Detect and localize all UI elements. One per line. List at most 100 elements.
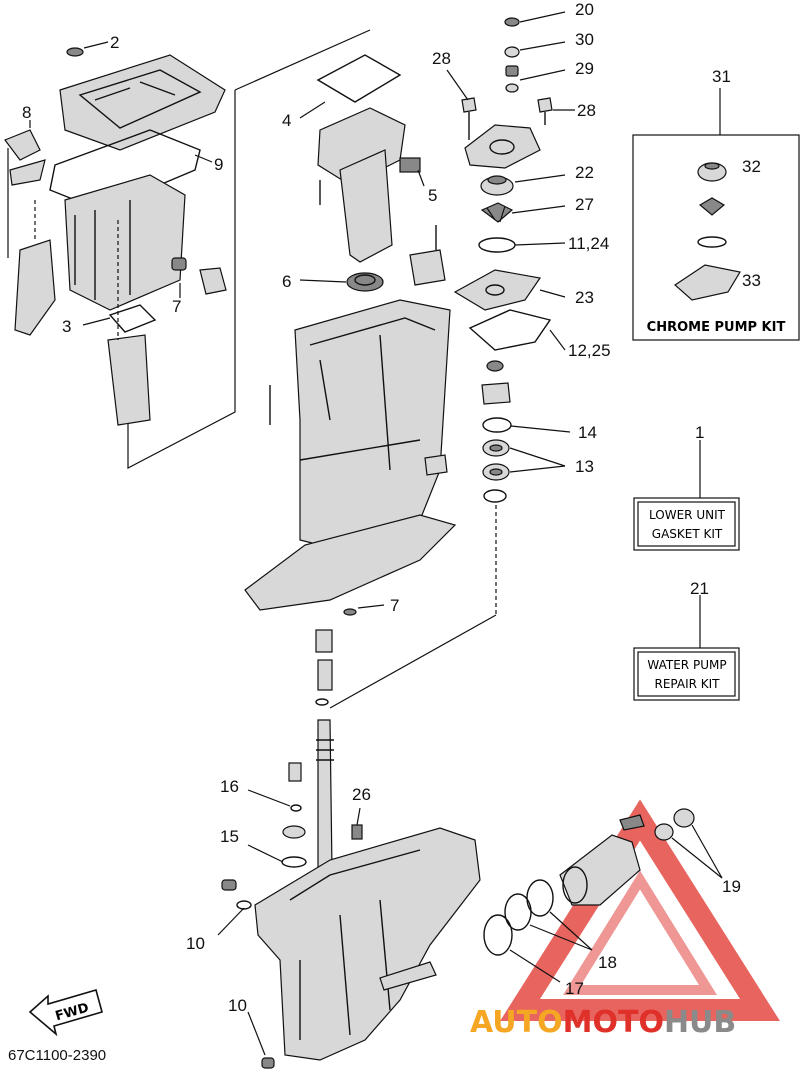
part-22-liner-inner [487,175,507,185]
lower-unit-gasket-kit-box: LOWER UNIT GASKET KIT [633,497,740,551]
callout-31: 31 [712,67,731,86]
water-pump-kit-frame-inner [637,651,736,697]
part-14-oring [482,417,512,433]
gearcase-detail [289,849,421,1040]
part-13-seal-1-inner [489,444,503,452]
callout-28-right: 28 [577,101,596,120]
part-11-oring [478,237,516,253]
part-15-oring [281,856,307,868]
propeller-housing-opening [562,866,588,904]
water-pump-kit-line1: WATER PUMP [647,658,726,672]
pump-lead-line [329,614,497,709]
part-10-washer-upper [236,900,252,910]
callout-30: 30 [575,30,594,49]
part-28-bolt-right [537,97,553,113]
callout-28-left: 28 [432,49,451,68]
part-26-key [351,824,363,840]
top-plate-detail [78,69,202,129]
part-19-seal-2 [673,808,695,828]
watermark-logo [500,799,780,1021]
exhaust-pipe [339,149,393,263]
part-13-seal-2-inner [489,468,503,476]
lower-unit-kit-frame-inner [637,501,736,547]
diagram-code: 67C1100-2390 [8,1047,106,1064]
part-19-seal-1 [654,823,674,841]
callout-5: 5 [428,186,437,205]
lower-unit-kit-line2: GASKET KIT [652,527,723,541]
part-29b-seal [505,83,519,93]
part-2-washer [66,47,84,57]
callout-33: 33 [742,271,761,290]
part-16-bushing [288,762,302,782]
part-23-plate-hole [485,284,505,296]
pump-housing [464,124,541,169]
watermark-moto: MOTO [563,1005,664,1040]
water-pump-kit-line2: REPAIR KIT [654,677,720,691]
upper-casing-group [4,29,371,469]
callout-2: 2 [110,33,119,52]
part-28-bolt-left [461,97,477,113]
callout-26: 26 [352,785,371,804]
watermark-hub: HUB [664,1005,736,1040]
callout-17: 17 [565,979,584,998]
upper-casing-body [64,174,186,311]
part-6-seal-inner [354,274,376,286]
callout-13: 13 [575,457,594,476]
callout-15: 15 [220,827,239,846]
gearcase-group [221,762,695,1069]
bracket-upper [409,249,446,286]
callout-7-lower: 7 [390,596,399,615]
part-32-liner-inner [704,162,720,170]
watermark-text: AUTOMOTOHUB [470,1005,736,1040]
watermark-auto: AUTO [470,1005,563,1040]
part-33-plate [674,264,741,301]
part-7-grommet [199,267,227,295]
shaft-clip [315,698,329,706]
part-3-gasket [108,304,157,333]
pump-seal-1 [486,360,504,372]
watermark-triangle [500,799,780,1021]
gasket-4 [316,54,402,103]
callout-10-lower: 10 [228,996,247,1015]
kit-impeller [698,197,726,216]
callout-8: 8 [22,103,31,122]
extension-piece [107,334,151,426]
watermark-triangle-inner [563,870,717,995]
side-bracket [14,239,56,336]
callout-7-upper: 7 [172,297,181,316]
part-15-seal [282,825,306,839]
part-7-washer-lower [343,608,357,616]
callout-14: 14 [578,423,597,442]
propeller-shaft [379,961,437,991]
gearcase-body [254,827,481,1061]
callout-19: 19 [722,877,741,896]
part-12-gasket [468,309,552,351]
callout-23: 23 [575,288,594,307]
callout-10-upper: 10 [186,934,205,953]
cavitation-plate [244,514,457,611]
callout-27: 27 [575,195,594,214]
part-8-bracket [4,129,46,186]
middle-column-group [244,54,497,871]
gasket-9 [49,129,201,211]
water-pump-repair-kit-box: WATER PUMP REPAIR KIT [633,647,740,701]
callout-29: 29 [575,59,594,78]
part-10-bolt-lower [261,1057,275,1069]
part-18-seal-2 [504,893,532,931]
part-10-bolt-upper [221,879,237,891]
pump-seal-bottom [483,489,507,503]
chrome-pump-kit-label: CHROME PUMP KIT [647,320,786,335]
callout-9: 9 [214,155,223,174]
pump-base-sleeve [481,382,511,405]
part-7-plug-upper [171,257,187,271]
callout-20: 20 [575,0,594,19]
callout-1: 1 [695,423,704,442]
part-23-plate [453,269,542,311]
fwd-arrow-shape [28,989,103,1037]
callout-3: 3 [62,317,71,336]
part-20-nut [504,17,520,27]
propeller-housing [559,834,641,906]
callout-32: 32 [742,157,761,176]
